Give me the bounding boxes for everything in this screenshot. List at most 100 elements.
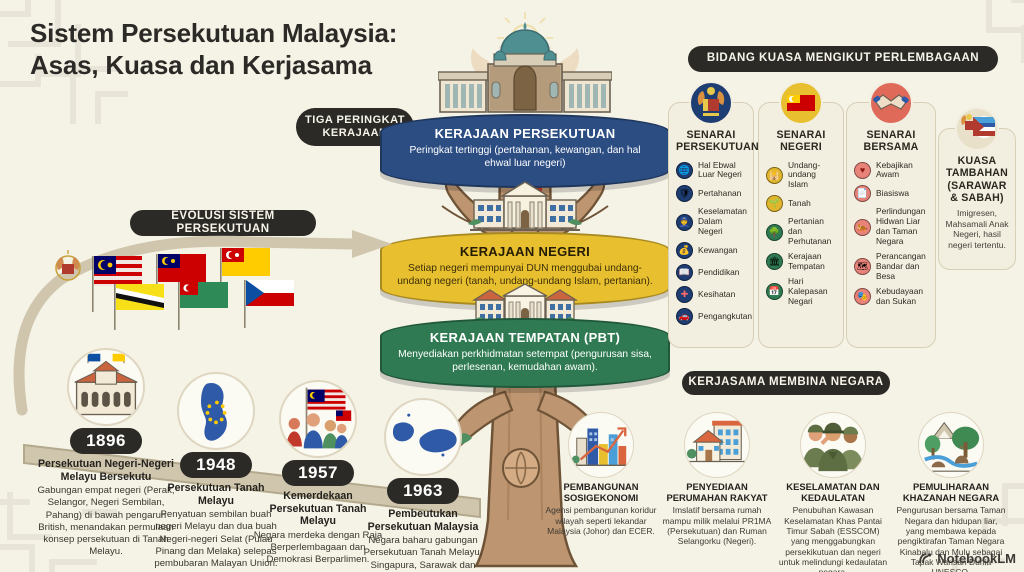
power-item: 🌐 Hal Ebwal Luar Negeri: [676, 160, 746, 181]
selangor-state-flag-icon: [779, 81, 823, 125]
cooperation-title: PEMULIHARAAN KHAZANAH NEGARA: [902, 481, 1000, 504]
calendar-icon: 📅: [766, 283, 783, 301]
power-item: 🚗 Pengangkutan: [676, 308, 752, 326]
title-line-1: Sistem Persekutuan Malaysia:: [30, 18, 398, 48]
handshake-icon: [869, 81, 913, 125]
timeline-year-1948: 1948: [180, 452, 252, 478]
timeline-desc-1948: Penyatuan sembilan buah negeri Melayu da…: [154, 509, 278, 569]
heart-icon: ♥: [854, 161, 871, 179]
power-item: 📖 Pendidikan: [676, 264, 746, 282]
timeline-node-1963: 1963 Pembeutukan Persekutuan Malaysia Ne…: [358, 398, 488, 572]
power-list-body: SENARAI BERSAMA ♥ Kebajikan Awam 📄 Biasi…: [847, 103, 935, 318]
power-item: 🌳 Pertanian dan Perhutanan: [766, 216, 836, 247]
malaysia-map-icon: [384, 398, 462, 476]
medical-cross-icon: ✚: [676, 286, 693, 304]
timeline-desc-1957: Negara merdeka dengan Raja Berperlembaga…: [253, 530, 383, 566]
watermark-label: NotebookLM: [937, 551, 1016, 566]
power-list-persekutuan: SENARAI PERSEKUTUAN 🌐 Hal Ebwal Luar Neg…: [668, 81, 759, 348]
power-list-title: SENARAI NEGERI: [776, 129, 826, 154]
independence-crowd-flag-icon: [279, 380, 357, 458]
tree-level-local: KERAJAAN TEMPATAN (PBT) Menyediakan perk…: [380, 318, 670, 388]
power-list-title: SENARAI BERSAMA: [863, 129, 919, 154]
notebooklm-icon: [919, 553, 932, 564]
power-item: 🏛 Kerajaan Tempatan: [766, 251, 836, 272]
federal-desc: Peringkat tertinggi (pertahanan, kewanga…: [409, 145, 641, 170]
cooperation-card-keselamatan: KESELAMATAN DAN KEDAULATAN Penubuhan Kaw…: [777, 412, 889, 572]
power-list-desc: Imigresen, Mahsamali Anak Negeri, hasil …: [945, 208, 1009, 250]
power-item: 📅 Hari Kalepasan Negari: [766, 276, 836, 307]
malaysia-flag: [92, 256, 142, 312]
tree-icon: 🌳: [766, 223, 783, 241]
cooperation-desc: Penubuhan Kawasan Keselamatan Khas Panta…: [778, 505, 888, 572]
town-hall-icon: 🏛: [766, 253, 783, 271]
state-building-icon: [468, 181, 582, 231]
notebooklm-watermark: NotebookLM: [918, 551, 1016, 566]
page-title: Sistem Persekutuan Malaysia: Asas, Kuasa…: [30, 18, 397, 81]
soldiers-icon: [800, 412, 866, 478]
power-list-kuasa-tambahan: KUASA TAMBAHAN (SARAWAR & SABAH) Imigres…: [938, 107, 1016, 270]
cooperation-card-perumahan: PENYEDIAAN PERUMAHAN RAKYAT Imslatif ber…: [661, 412, 773, 547]
negeri-sembilan-flag: [220, 248, 270, 308]
power-item: 💰 Kewangan: [676, 242, 746, 260]
local-title: KERAJAAN TEMPATAN (PBT): [429, 330, 621, 345]
power-item: 📄 Biasiswa: [854, 185, 928, 203]
power-item: 🎭 Kebudayaan dan Sukan: [854, 286, 928, 307]
power-list-negeri: SENARAI NEGERI 🕌 Undang-undang Islam 🌱 T…: [758, 81, 844, 348]
cooperation-card-khazanah: PEMULIHARAAN KHAZANAH NEGARA Pengurusan …: [895, 412, 1007, 572]
label-kerjasama: KERJASAMA MEMBINA NEGARA: [682, 371, 890, 395]
document-icon: 📄: [854, 185, 871, 203]
power-list-body: SENARAI PERSEKUTUAN 🌐 Hal Ebwal Luar Neg…: [669, 103, 759, 336]
power-item: 🐅 Perlindungan Hidwan Liar dan Taman Neg…: [854, 206, 928, 247]
federal-title: KERAJAAN PERSEKUTUAN: [434, 126, 616, 141]
timeline-year-1957: 1957: [282, 460, 354, 486]
jata-negara-coat-of-arms-icon: [689, 81, 733, 125]
state-flags-cluster: [52, 248, 312, 334]
cooperation-card-sosioekonomi: PEMBANGUNAN SOSIGEKONOMI Agensi pembangu…: [545, 412, 657, 536]
label-evolusi: EVOLUSI SISTEM PERSEKUTUAN: [130, 210, 316, 236]
cooperation-desc: Agensi pembangunan koridur wilayah seper…: [545, 505, 657, 536]
cooperation-desc: Imslatif bersama rumah mampu milik melal…: [662, 505, 772, 547]
selangor-flag: [156, 254, 206, 310]
timeline-year-1963: 1963: [387, 478, 459, 504]
city-growth-chart-icon: [568, 412, 634, 478]
power-list-body: KUASA TAMBAHAN (SARAWAR & SABAH) Imigres…: [939, 129, 1015, 256]
timeline-node-1948: 1948 Persekutuan Tanah Melayu Penyatuan …: [152, 372, 280, 570]
tree-level-federal: KERAJAAN PERSEKUTUAN Peringkat tertinggi…: [380, 114, 670, 188]
timeline-node-1957: 1957 Kemerdekaan Persekutuan Tanah Melay…: [252, 380, 384, 566]
cooperation-title: PENYEDIAAN PERUMAHAN RAKYAT: [666, 481, 768, 504]
city-plan-icon: 🗺: [854, 258, 871, 276]
cooperation-desc: Pengurusan bersama Taman Negara dan hidu…: [896, 505, 1006, 572]
power-item: 🌱 Tanah: [766, 195, 836, 213]
mosque-icon: 🕌: [766, 166, 783, 184]
timeline-desc-1896: Gabungan empat negeri (Perak, Selangor, …: [37, 485, 175, 557]
perak-flag: [244, 280, 294, 328]
government-tree-diagram: KERAJAAN PERSEKUTUAN Peringkat tertinggi…: [380, 0, 670, 572]
state-title: KERAJAAN NEGERI: [459, 244, 591, 259]
police-cap-icon: 👮: [676, 213, 693, 231]
cooperation-title: KESELAMATAN DAN KEDAULATAN: [786, 481, 880, 504]
colonial-building-icon: [67, 348, 145, 426]
nature-park-icon: [918, 412, 984, 478]
timeline-name-1957: Kemerdekaan Persekutuan Tanah Melayu: [269, 490, 367, 528]
evolution-arrow: [13, 230, 392, 416]
power-item: ✚ Kesihatan: [676, 286, 746, 304]
land-plot-icon: 🌱: [766, 195, 783, 213]
brunei-style-flag: [114, 284, 164, 330]
power-list-title: KUASA TAMBAHAN (SARAWAR & SABAH): [945, 155, 1008, 204]
housing-icon: [684, 412, 750, 478]
power-item: ♥ Kebajikan Awam: [854, 160, 928, 181]
federal-building-icon: [438, 22, 612, 113]
theatre-masks-icon: 🎭: [854, 288, 871, 306]
money-bag-icon: 💰: [676, 242, 693, 260]
power-item: 🕌 Undang-undang Islam: [766, 160, 836, 191]
local-desc: Menyediakan perkhidmatan setempat (pengu…: [398, 349, 652, 374]
kedah-flag: [178, 282, 228, 330]
timeline-node-1896: 1896 Persekutuan Negeri-Negeri Melayu Be…: [30, 348, 182, 558]
globe-icon: 🌐: [676, 161, 693, 179]
power-item: 🛡 Pertahanan: [676, 185, 746, 203]
shield-icon: 🛡: [676, 185, 693, 203]
book-icon: 📖: [676, 264, 693, 282]
power-list-body: SENARAI NEGERI 🕌 Undang-undang Islam 🌱 T…: [759, 103, 843, 318]
title-line-2: Asas, Kuasa dan Kerjasama: [30, 49, 372, 80]
